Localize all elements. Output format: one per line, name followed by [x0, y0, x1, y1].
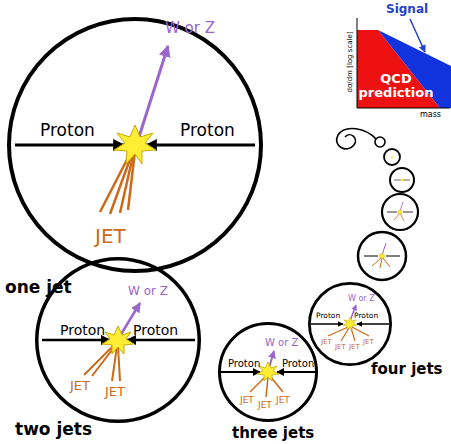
jet-label: JET — [363, 338, 374, 346]
jet-label: JET — [321, 338, 332, 346]
boson-label: W or Z — [165, 20, 215, 37]
jet-label: JET — [276, 395, 290, 405]
beam-label: Proton — [354, 312, 378, 321]
beam-label: Proton — [40, 121, 95, 141]
three-jet-event — [221, 351, 315, 397]
beam-label: Proton — [60, 322, 105, 338]
circle-outline — [7, 17, 263, 273]
signal-label: Signal — [386, 3, 428, 17]
four-jet-event — [311, 305, 389, 341]
beam-label: Proton — [133, 322, 178, 338]
jet-label: JET — [70, 379, 90, 394]
event-circle: W or ZProtonProtonJETJETJETJETfour jets — [308, 282, 392, 366]
beam-label: Proton — [282, 358, 314, 370]
boson-label: W or Z — [128, 285, 168, 299]
axis-title: mass — [420, 110, 441, 119]
event-spiral — [337, 128, 418, 280]
event-caption: four jets — [371, 361, 443, 378]
event-circle: W or ZProtonProtonJETone jet — [7, 17, 263, 273]
event-circle: W or ZProtonProtonJETJETJETthree jets — [218, 322, 318, 422]
jet-label: JET — [240, 395, 254, 405]
event-caption: two jets — [15, 420, 92, 440]
boson-label: W or Z — [265, 337, 298, 349]
beam-label: Proton — [316, 312, 340, 321]
axis-title: dσ/dm [log scale] — [346, 31, 354, 92]
beam-label: Proton — [180, 121, 235, 141]
event-caption: three jets — [232, 425, 314, 442]
jet-label: JET — [335, 343, 346, 351]
boson-label: W or Z — [348, 294, 375, 303]
mass-chart — [357, 18, 451, 108]
two-jet-event — [42, 303, 195, 381]
beam-label: Proton — [228, 358, 260, 370]
jet-label: JET — [95, 225, 126, 248]
one-jet-event — [15, 46, 255, 214]
jet-label: JET — [105, 385, 125, 400]
jet-label: JET — [258, 400, 272, 410]
jet-label: JET — [349, 343, 360, 351]
qcd-label: QCD prediction — [357, 72, 435, 99]
event-caption: one jet — [5, 278, 72, 298]
